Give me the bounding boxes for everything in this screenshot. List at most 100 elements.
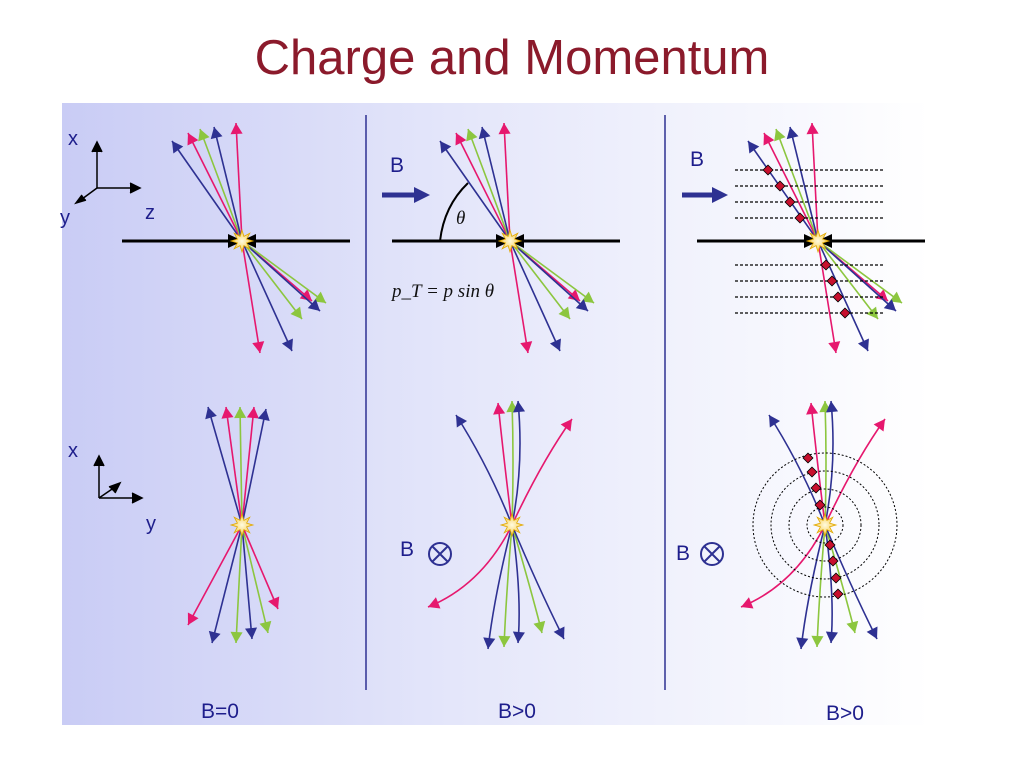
particle-track xyxy=(427,524,513,608)
left-top-panel xyxy=(122,122,350,354)
formula-pt: p_T = p sin θ xyxy=(390,281,494,302)
axis-label-x-bottom: x xyxy=(68,440,78,462)
track-arrowhead xyxy=(806,403,819,415)
arrow-right-icon xyxy=(382,187,430,203)
track-arrowhead xyxy=(741,597,754,609)
particle-track xyxy=(187,132,243,242)
particle-track xyxy=(811,122,819,242)
track-arrowhead xyxy=(307,299,320,311)
particle-track xyxy=(239,406,243,526)
track-arrowhead xyxy=(498,635,511,647)
vertex-star-icon xyxy=(499,512,525,538)
track-arrowhead xyxy=(257,409,270,421)
track-arrowhead xyxy=(769,415,781,428)
detector-hit xyxy=(762,164,774,176)
field-label-b-right: B xyxy=(690,148,704,171)
track-arrowhead xyxy=(456,415,468,428)
left-bottom-panel xyxy=(187,406,280,644)
particle-track xyxy=(768,414,826,526)
track-arrowhead xyxy=(299,289,312,301)
detector-ring xyxy=(788,488,862,562)
particle-track xyxy=(775,128,819,242)
track-arrowhead xyxy=(466,129,478,142)
track-arrowhead xyxy=(313,291,326,303)
detector-hit xyxy=(806,466,818,478)
axis-label-y: y xyxy=(60,207,70,229)
detector-hit xyxy=(826,275,838,287)
track-arrowhead xyxy=(252,341,265,353)
angle-theta: θ xyxy=(456,208,465,229)
detector-hit xyxy=(774,180,786,192)
particle-track xyxy=(241,524,269,634)
detector-hit xyxy=(824,539,836,551)
particle-track xyxy=(740,524,826,608)
particle-track xyxy=(241,406,255,526)
particle-track xyxy=(497,402,513,526)
vertex-star-icon xyxy=(497,228,523,254)
track-arrowhead xyxy=(558,306,570,319)
particle-track xyxy=(817,240,879,320)
track-arrowhead xyxy=(245,627,258,639)
particle-track xyxy=(509,240,529,354)
particle-track xyxy=(439,140,511,242)
particle-track xyxy=(241,524,279,610)
particle-track xyxy=(241,240,327,304)
particle-track xyxy=(503,524,513,648)
particle-track xyxy=(511,400,521,526)
particle-track xyxy=(241,240,261,354)
track-arrowhead xyxy=(259,620,272,633)
track-arrowhead xyxy=(428,597,441,609)
track-arrowhead xyxy=(281,338,293,351)
detector-ring xyxy=(752,452,898,598)
track-arrowhead xyxy=(774,129,786,142)
particle-track xyxy=(817,240,897,312)
particle-track xyxy=(511,400,514,526)
caption-left: B=0 xyxy=(201,700,239,723)
track-arrowhead xyxy=(811,635,824,647)
track-arrowhead xyxy=(210,127,223,140)
detector-hit xyxy=(832,588,844,600)
particle-track xyxy=(241,524,253,640)
particle-track xyxy=(213,126,243,242)
particle-track xyxy=(187,524,243,626)
particle-track xyxy=(789,126,819,242)
detector-hit xyxy=(794,212,806,224)
track-arrowhead xyxy=(826,401,839,413)
detector-hit xyxy=(839,307,851,319)
track-arrowhead xyxy=(567,289,580,301)
field-label-b-right-bottom: B xyxy=(676,542,690,565)
track-arrowhead xyxy=(581,291,594,303)
particle-track xyxy=(241,240,293,352)
particle-track xyxy=(511,524,565,640)
track-arrowhead xyxy=(553,626,565,639)
track-arrowhead xyxy=(875,289,888,301)
detector-ring xyxy=(770,470,880,580)
caption-right: B>0 xyxy=(826,702,864,725)
particle-track xyxy=(509,240,571,320)
middle-bottom-panel xyxy=(427,400,573,650)
particle-track xyxy=(241,240,303,320)
angle-arc xyxy=(439,182,469,242)
particle-track xyxy=(509,240,595,304)
particle-track xyxy=(235,122,243,242)
axis-label-z: z xyxy=(145,202,155,224)
track-arrowhead xyxy=(483,637,496,649)
particle-track xyxy=(824,524,878,640)
particle-track xyxy=(487,524,513,650)
track-arrowhead xyxy=(846,620,859,633)
track-arrowhead xyxy=(786,127,799,140)
track-arrowhead xyxy=(498,123,511,135)
arrow-right-icon xyxy=(682,187,728,203)
track-arrowhead xyxy=(748,141,760,154)
particle-track xyxy=(455,414,513,526)
track-arrowhead xyxy=(230,631,243,643)
cross-in-circle-icon xyxy=(700,542,724,566)
particle-track xyxy=(199,128,243,242)
track-arrowhead xyxy=(520,341,533,353)
track-arrowhead xyxy=(455,133,467,146)
track-arrowhead xyxy=(883,299,896,311)
particle-track xyxy=(816,524,826,648)
particle-track xyxy=(241,408,267,526)
track-arrowhead xyxy=(290,306,302,319)
particle-track xyxy=(800,524,826,650)
